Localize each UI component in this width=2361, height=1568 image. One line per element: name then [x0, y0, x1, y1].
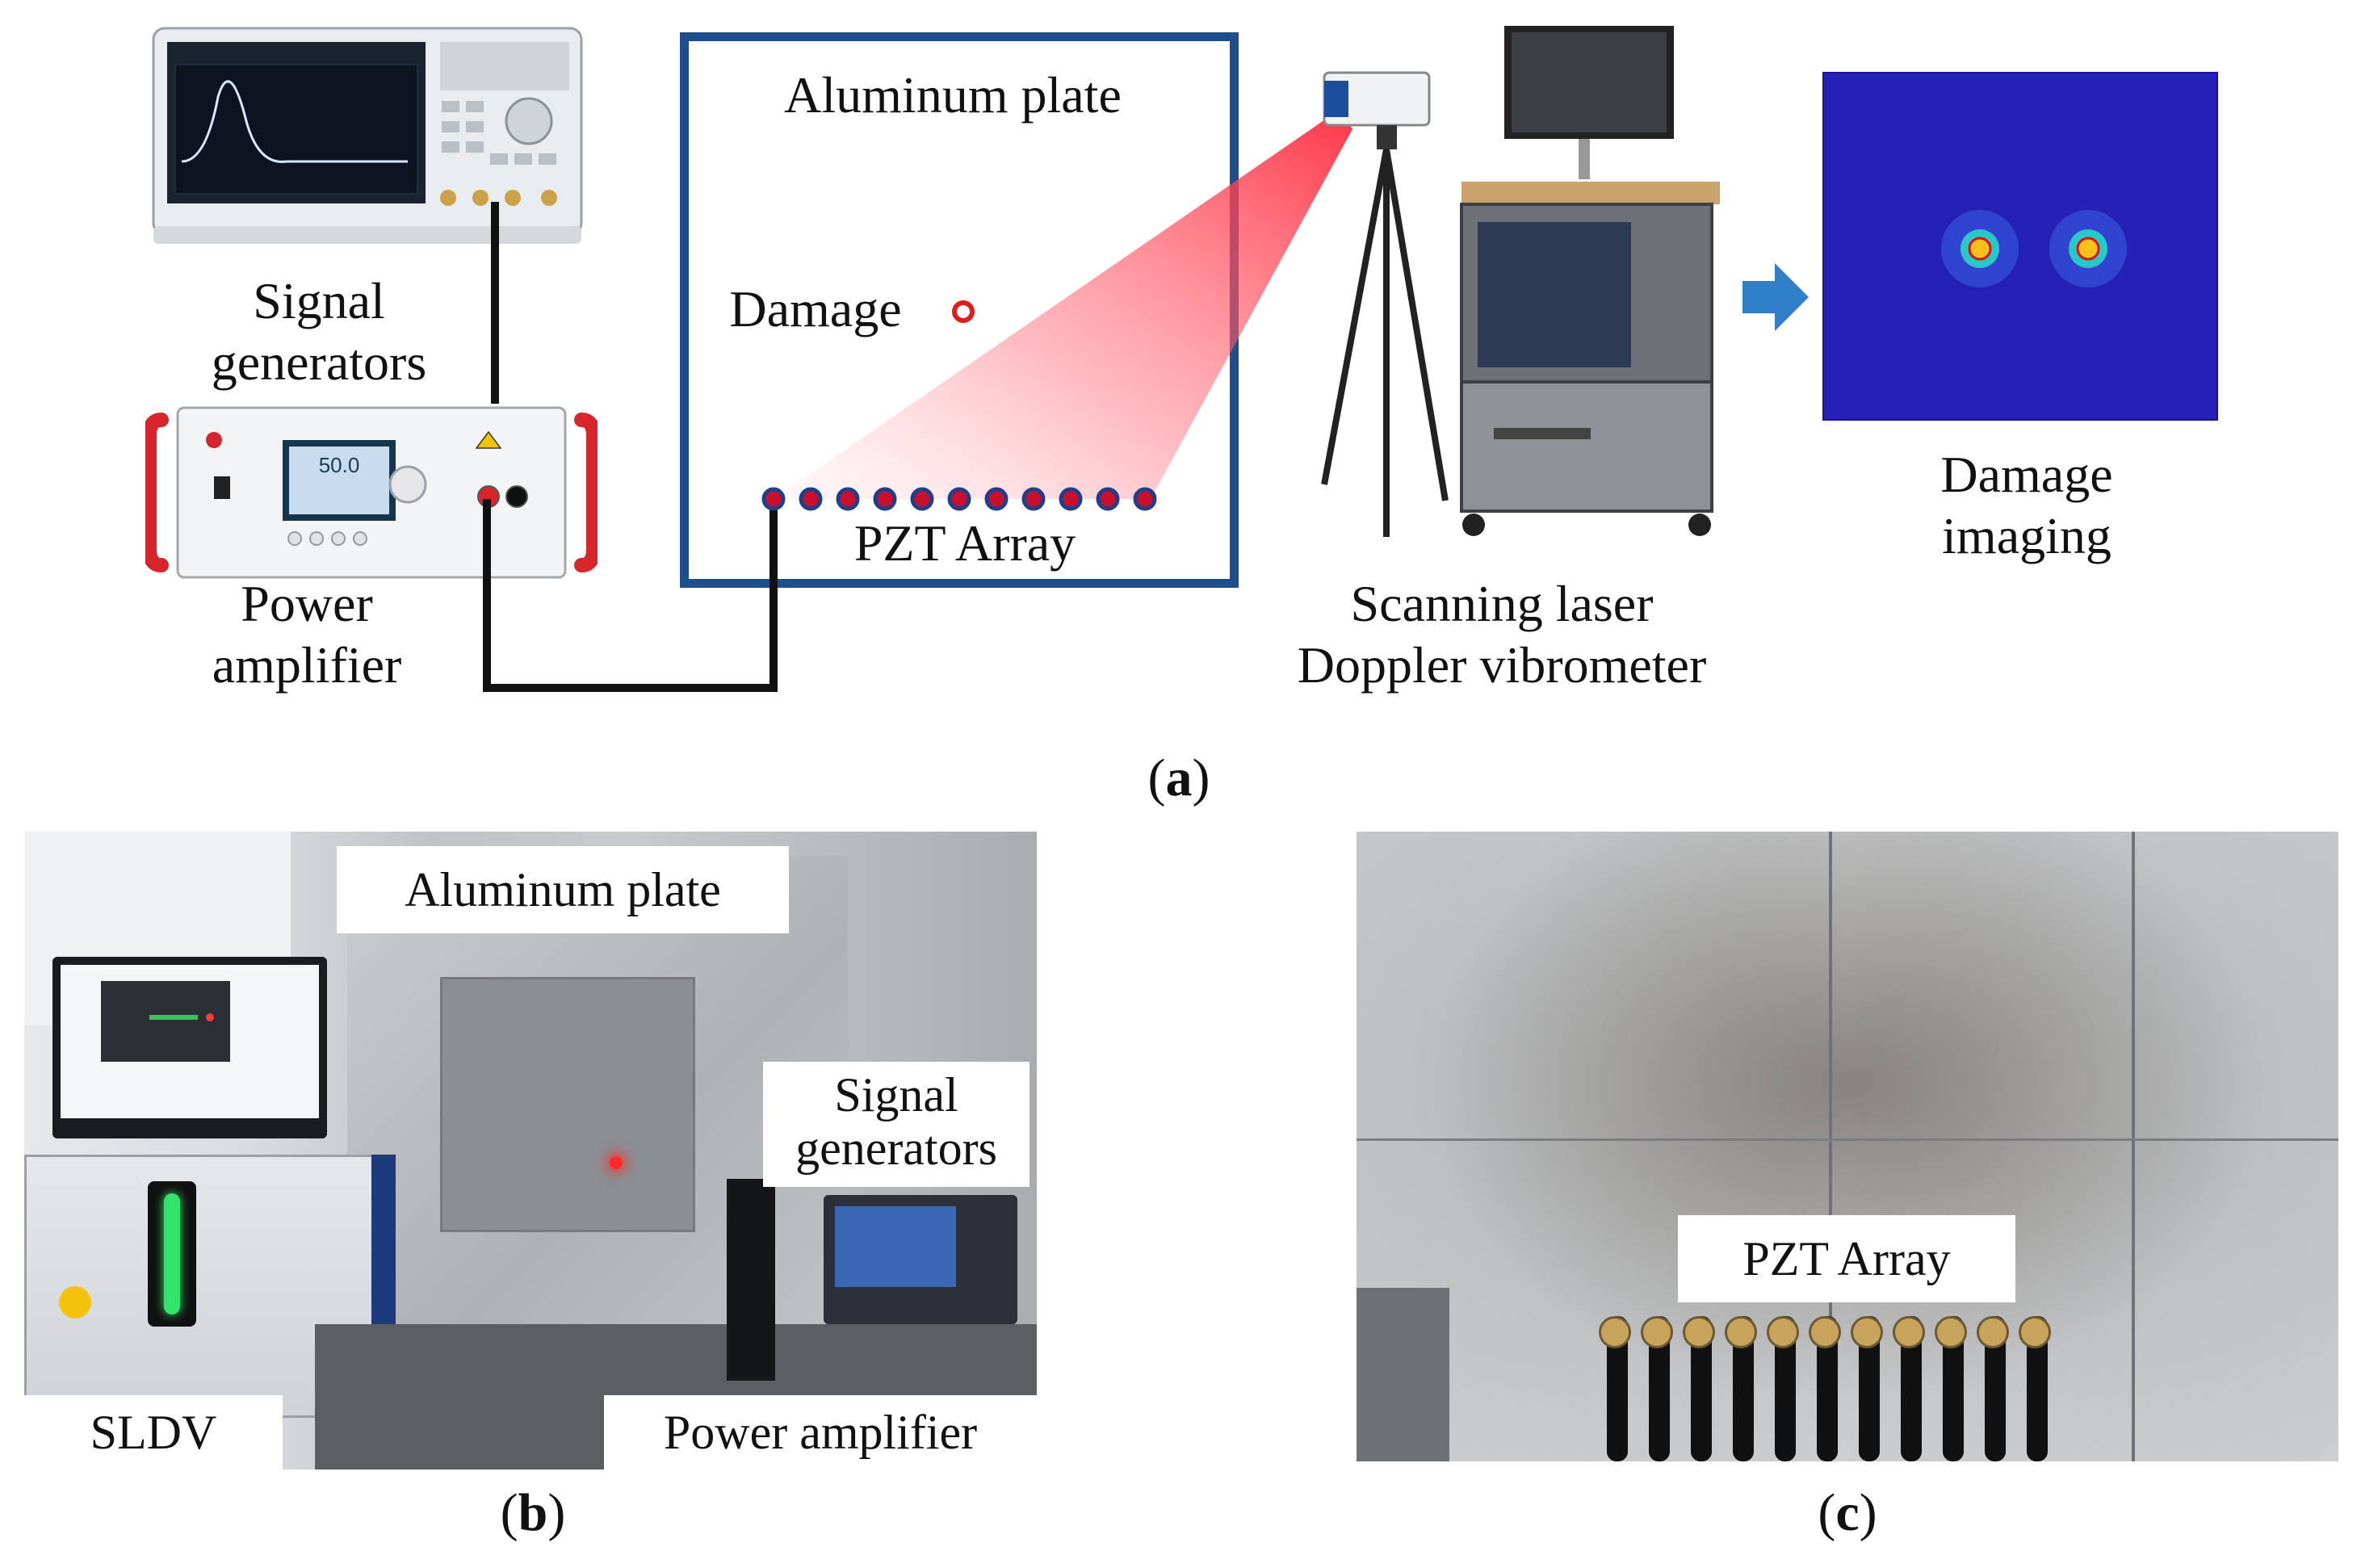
pzt-sensor — [1767, 1316, 1799, 1348]
photo-sldv-label: SLDV — [24, 1395, 283, 1469]
signal-generator-device — [149, 24, 585, 250]
pzt-sensor — [1641, 1316, 1673, 1348]
caption-b-open: ( — [500, 1483, 518, 1542]
pzt-array-photo — [1357, 832, 2338, 1461]
caption-a-letter: a — [1165, 748, 1193, 807]
pzt-dot — [947, 487, 971, 511]
pzt-sensor — [1851, 1316, 1883, 1348]
lab-setup-photo — [24, 832, 1037, 1469]
damage-imaging-line-1: Damage — [1940, 446, 2113, 503]
sldv-device — [1321, 26, 1720, 537]
pzt-dot — [1021, 487, 1046, 511]
photo-pzt-array-label: PZT Array — [1678, 1215, 2015, 1302]
photo-signal-generators-line-2: generators — [795, 1121, 997, 1175]
caption-b-letter: b — [518, 1483, 548, 1542]
sldv-label: Scanning laser Doppler vibrometer — [1260, 573, 1744, 695]
caption-b: (b) — [468, 1482, 598, 1545]
pzt-sensor — [1809, 1316, 1841, 1348]
pzt-sensor — [1683, 1316, 1715, 1348]
pzt-sensor — [1599, 1316, 1631, 1348]
caption-a-close: ) — [1192, 748, 1210, 807]
damage-marker — [952, 300, 975, 323]
computer-monitor — [52, 957, 327, 1138]
pzt-dot — [1133, 487, 1157, 511]
pzt-dot — [1096, 487, 1120, 511]
power-amplifier-line-1: Power — [241, 575, 373, 632]
plate-title: Aluminum plate — [784, 66, 1122, 124]
damage-label: Damage — [729, 280, 902, 337]
signal-generators-label: Signal generators — [174, 270, 464, 392]
pzt-sensors — [1599, 1316, 2067, 1348]
photo-aluminum-plate-label: Aluminum plate — [337, 846, 789, 933]
caption-c-open: ( — [1818, 1483, 1836, 1542]
arrow-right-icon — [1742, 263, 1809, 331]
caption-a-open: ( — [1147, 748, 1166, 807]
pzt-sensor — [1725, 1316, 1757, 1348]
photo-power-amplifier-label: Power amplifier — [604, 1395, 1037, 1469]
caption-a: (a) — [1114, 747, 1243, 810]
photo-signal-generators-line-1: Signal — [834, 1068, 958, 1121]
sldv-line-2: Doppler vibrometer — [1297, 635, 1707, 694]
damage-imaging-line-2: imaging — [1942, 506, 2111, 564]
pzt-dot — [984, 487, 1009, 511]
damage-imaging-label: Damage imaging — [1906, 444, 2148, 566]
signal-generators-line-2: generators — [211, 333, 427, 391]
pzt-dot — [910, 487, 934, 511]
sldv-line-1: Scanning laser — [1350, 575, 1654, 632]
signal-generators-line-1: Signal — [253, 272, 385, 329]
pzt-dot — [799, 487, 823, 511]
damage-hotspot — [2076, 237, 2100, 261]
pzt-dot — [761, 487, 786, 511]
pzt-array-label: PZT Array — [853, 514, 1076, 572]
pzt-array-dots — [761, 487, 1157, 511]
pzt-sensor — [1935, 1316, 1967, 1348]
pzt-sensor — [1893, 1316, 1925, 1348]
laser-beam — [774, 109, 1352, 499]
damage-imaging-map — [1822, 72, 2218, 421]
pzt-sensor — [2019, 1316, 2051, 1348]
test-specimen-square — [440, 977, 695, 1232]
damage-hotspot — [1968, 237, 1992, 261]
power-amplifier-line-2: amplifier — [212, 635, 402, 694]
amplifier-display-value: 50.0 — [319, 453, 360, 477]
caption-c-close: ) — [1859, 1483, 1877, 1542]
caption-c-letter: c — [1835, 1483, 1860, 1542]
pzt-dot — [1059, 487, 1083, 511]
pzt-dot — [836, 487, 860, 511]
photo-signal-generators-label: Signal generators — [763, 1062, 1030, 1187]
power-amplifier-device: 50.0 — [145, 400, 598, 589]
signal-generator-photo — [824, 1195, 1017, 1324]
caption-b-close: ) — [547, 1483, 566, 1542]
caption-c: (c) — [1783, 1482, 1912, 1545]
pzt-dot — [873, 487, 897, 511]
cable-amplifier-to-pzt — [483, 499, 778, 692]
power-amplifier-label: Power amplifier — [161, 573, 452, 695]
pzt-sensor — [1977, 1316, 2009, 1348]
laser-spot — [610, 1156, 623, 1169]
